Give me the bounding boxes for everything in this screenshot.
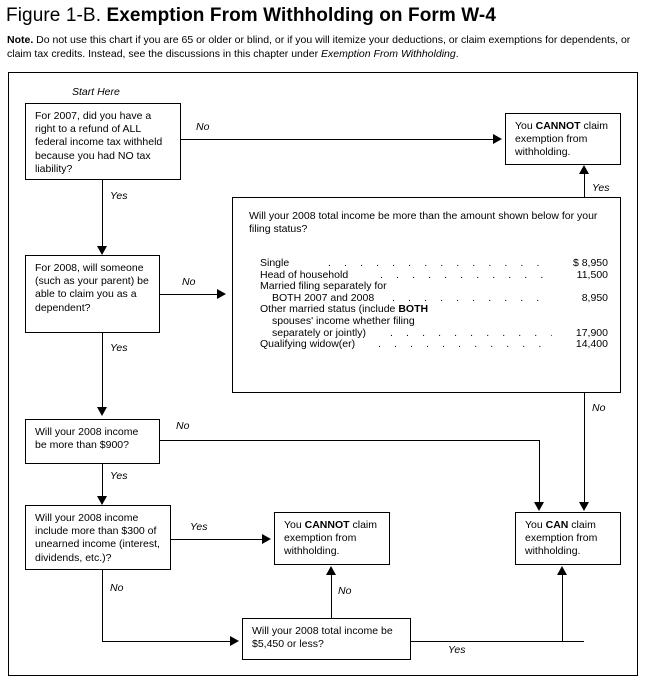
edge-label-q1-yes: Yes (110, 190, 128, 202)
edge-income-yes-vertical (584, 174, 585, 197)
income-row-label: Qualifying widow(er) (260, 338, 356, 351)
figure-title-main: Exemption From Withholding on Form W-4 (106, 5, 497, 26)
edge-label-q3-yes: Yes (110, 470, 128, 482)
edge-label-q1-no: No (196, 121, 210, 133)
edge-q1-no-horizontal (181, 139, 493, 140)
income-box-question: Will your 2008 total income be more than… (249, 210, 598, 236)
income-row-label: Married filing separately for (260, 280, 387, 293)
arrow-right-into-q5 (230, 635, 239, 646)
outcome-cannot-top-post: claim exemption from withholding. (515, 120, 608, 159)
outcome-cannot-mid-strong: CANNOT (304, 519, 350, 531)
question-box-q1[interactable]: For 2007, did you have a right to a refu… (25, 103, 181, 180)
flowchart-frame (8, 72, 638, 676)
leader-dots: . . . . . . . . . . . . . (378, 339, 552, 351)
outcome-box-cannot-top[interactable]: You CANNOT claim exemption from withhold… (505, 113, 621, 165)
outcome-can-post: claim exemption from withholding. (525, 519, 598, 558)
note-label: Note. (7, 34, 34, 46)
income-row-amount: 14,400 (575, 338, 608, 351)
arrow-right-into-cannot-top (493, 133, 502, 144)
edge-label-q4-no: No (110, 582, 124, 594)
edge-q5-yes-horizontal (411, 641, 584, 642)
edge-q3-no-horizontal (160, 440, 540, 441)
edge-label-income-no: No (592, 402, 606, 414)
leader-dots: . . . . . . . . . . . . . . . . (328, 258, 552, 269)
arrow-down-into-q4 (97, 496, 107, 505)
edge-q4-no-vertical (102, 570, 103, 641)
income-row-amount: 11,500 (576, 268, 608, 281)
table-row: Single . . . . . . . . . . . . . . . . $… (260, 257, 608, 270)
edge-q2-yes-vertical (102, 333, 103, 408)
table-row: Married filing separately for (260, 281, 608, 293)
outcome-cannot-top-pre: You (515, 120, 536, 132)
outcome-box-cannot-mid[interactable]: You CANNOT claim exemption from withhold… (274, 512, 390, 565)
outcome-can-strong: CAN (545, 519, 569, 531)
income-row-amount: 8,950 (581, 291, 608, 304)
edge-label-q5-yes: Yes (448, 644, 466, 656)
edge-label-q5-no: No (338, 585, 352, 597)
table-row: Other married status (include BOTH (260, 304, 608, 316)
income-row-amount: 17,900 (575, 326, 608, 339)
leader-dots: . . . . . . . . . . . . (380, 269, 552, 281)
arrow-down-into-can-right-a (533, 502, 544, 511)
outcome-cannot-mid-post: claim exemption from withholding. (284, 519, 377, 558)
leader-dots: . . . . . . . . . . . (390, 327, 552, 339)
edge-q2-no-horizontal (160, 294, 217, 295)
edge-q4-no-horizontal (102, 641, 230, 642)
edge-label-income-yes: Yes (592, 182, 610, 194)
income-row-label: separately or jointly) (272, 326, 366, 339)
income-row-label: Single (260, 257, 290, 269)
income-row-label-html: Other married status (include BOTH (260, 303, 429, 316)
question-box-q4[interactable]: Will your 2008 income include more than … (25, 505, 171, 570)
arrow-up-into-cannot-mid (325, 566, 336, 575)
arrow-right-into-cannot-mid (262, 533, 271, 544)
table-row: Head of household . . . . . . . . . . . … (260, 268, 608, 282)
edge-q1-yes-vertical (102, 180, 103, 248)
income-threshold-box[interactable]: Will your 2008 total income be more than… (232, 197, 621, 393)
note-emphasis: Exemption From Withholding (321, 47, 456, 60)
outcome-can-pre: You (525, 519, 546, 531)
table-row: BOTH 2007 and 2008 . . . . . . . . . . .… (260, 291, 608, 305)
edge-label-q2-no: No (182, 276, 196, 288)
edge-q5-yes-vertical (562, 575, 563, 641)
arrow-up-into-can-right (556, 566, 567, 575)
edge-q3-yes-vertical (102, 464, 103, 497)
arrow-down-into-q3 (97, 407, 107, 416)
table-row: separately or jointly) . . . . . . . . .… (260, 326, 608, 340)
income-row-label: Head of household (260, 268, 349, 281)
edge-q5-no-vertical (331, 575, 332, 618)
page-title: Figure 1-B. Exemption From Withholding o… (6, 4, 642, 27)
leader-dots: . . . . . . . . . . . (392, 292, 552, 304)
income-row-label: spouses' income whether filing (272, 314, 415, 327)
arrow-down-into-q2 (97, 246, 107, 255)
figure-note: Note. Do not use this chart if you are 6… (7, 34, 639, 61)
arrow-down-into-can-right-b (578, 502, 589, 511)
table-row: spouses' income whether filing (260, 314, 608, 328)
note-text-last: . (455, 47, 459, 60)
edge-q4-yes-horizontal (171, 539, 262, 540)
edge-label-q2-yes: Yes (110, 342, 128, 354)
question-box-q5[interactable]: Will your 2008 total income be $5,450 or… (242, 618, 411, 660)
outcome-cannot-top-strong: CANNOT (535, 120, 581, 132)
outcome-box-can-right[interactable]: You CAN claim exemption from withholding… (515, 512, 621, 565)
edge-income-no-vertical (584, 393, 585, 503)
figure-title-prefix: Figure 1-B. (6, 5, 107, 26)
table-row: Qualifying widow(er) . . . . . . . . . .… (260, 339, 608, 351)
outcome-cannot-mid-pre: You (284, 519, 305, 531)
arrow-up-into-cannot-top (578, 165, 589, 174)
edge-label-q4-yes: Yes (190, 521, 208, 533)
question-box-q3[interactable]: Will your 2008 income be more than $900? (25, 419, 160, 464)
start-here-label: Start Here (72, 86, 120, 98)
income-row-label: BOTH 2007 and 2008 (272, 291, 375, 304)
edge-q3-no-vertical (539, 440, 540, 503)
note-text-first: Do not use this chart if you are 65 or o… (7, 34, 631, 60)
edge-label-q3-no: No (176, 420, 190, 432)
arrow-right-into-income-box (217, 288, 226, 299)
question-box-q2[interactable]: For 2008, will someone (such as your par… (25, 255, 160, 333)
income-threshold-table: Single . . . . . . . . . . . . . . . . $… (260, 257, 608, 351)
income-row-amount: $ 8,950 (572, 257, 608, 269)
